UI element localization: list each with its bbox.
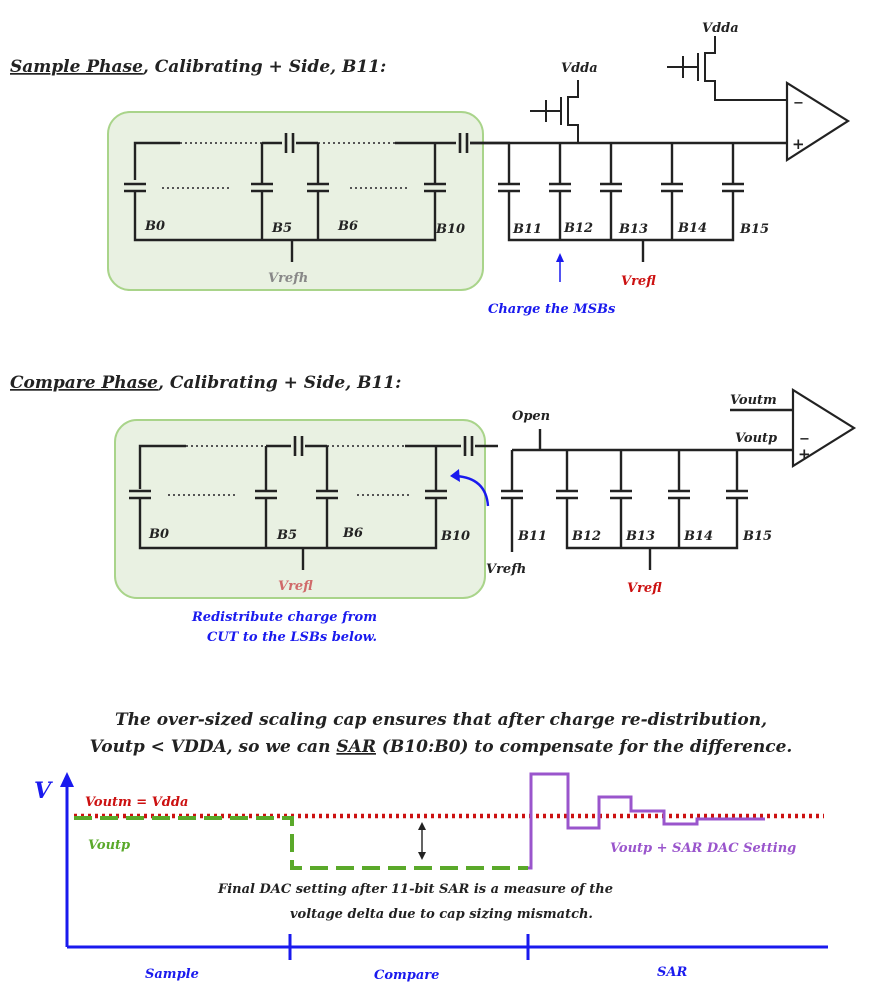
- compare-cap-b11: [499, 489, 525, 500]
- compare-cap-b12: [554, 489, 580, 500]
- compare-label-vrefl: Vrefl: [627, 581, 662, 596]
- compare-label-b6: B6: [342, 526, 363, 541]
- v-axis-label: V: [34, 778, 53, 804]
- final-dac-note-line2: voltage delta due to cap sizing mismatch…: [290, 907, 593, 922]
- charge-msbs-note: Charge the MSBs: [488, 302, 616, 317]
- label-b13: B13: [618, 222, 648, 237]
- phase-label-compare: Compare: [374, 968, 439, 983]
- compare-label-b11: B11: [517, 529, 547, 544]
- label-vrefh: Vrefh: [268, 271, 308, 286]
- compare-phase-section: Compare Phase, Calibrating + Side, B11:: [10, 373, 857, 645]
- sample-phase-title: Sample Phase, Calibrating + Side, B11:: [10, 57, 386, 77]
- compare-lsb-array: B0 B5 B6 B10 Vrefl: [127, 434, 490, 594]
- calibration-lsb-box-compare: [114, 419, 486, 599]
- redistribute-note-line2: CUT to the LSBs below.: [207, 630, 377, 645]
- compare-cap-b14: [666, 489, 692, 500]
- voutm-label: Voutm = Vdda: [85, 795, 188, 810]
- cap-b13: [598, 182, 624, 193]
- sar-dac-label: Voutp + SAR DAC Setting: [610, 841, 796, 856]
- redistribute-note-line1: Redistribute charge from: [191, 610, 377, 625]
- phase-label-sample: Sample: [145, 967, 199, 982]
- compare-label-vrefh: Vrefh: [486, 562, 526, 577]
- compare-label-b14: B14: [683, 529, 713, 544]
- compare-minus-sign: −: [799, 432, 810, 447]
- comparator-minus-sign: −: [793, 96, 804, 111]
- phase-label-sar: SAR: [657, 965, 687, 980]
- sample-phase-section: Sample Phase, Calibrating + Side, B11:: [10, 21, 851, 317]
- compare-comparator: Voutm Voutp − +: [730, 388, 857, 468]
- bus-switch-transistor: Vdda: [530, 61, 598, 143]
- label-b11: B11: [512, 222, 542, 237]
- caption-line2: Voutp < VDDA, so we can SAR (B10:B0) to …: [90, 737, 793, 757]
- caption: The over-sized scaling cap ensures that …: [90, 710, 793, 757]
- compare-cap-b13: [608, 489, 634, 500]
- amp-minus-switch-transistor: Vdda: [667, 21, 792, 101]
- label-b10: B10: [435, 222, 465, 237]
- sar-dac-trace: [528, 772, 765, 870]
- compare-cap-b15: [724, 489, 750, 500]
- label-vdda-top: Vdda: [702, 21, 739, 36]
- sample-msb-array: B11 B12 B13 B14 B15 Vrefl Charge the MSB…: [470, 141, 792, 317]
- comparator-plus-sign: +: [792, 135, 805, 153]
- label-b12: B12: [563, 221, 593, 236]
- timing-diagram: V Voutm = Vdda Voutp Voutp + SAR DAC Set…: [34, 772, 828, 983]
- compare-label-b10: B10: [440, 529, 470, 544]
- label-b5: B5: [271, 221, 292, 236]
- label-b15: B15: [739, 222, 769, 237]
- voutp-label: Voutp: [88, 838, 130, 853]
- label-vrefl: Vrefl: [621, 274, 656, 289]
- compare-plus-sign: +: [798, 445, 811, 463]
- label-voutm: Voutm: [730, 393, 777, 408]
- label-vdda-bus: Vdda: [561, 61, 598, 76]
- calibration-lsb-box: [107, 111, 484, 291]
- cap-b11: [496, 182, 522, 193]
- compare-phase-title: Compare Phase, Calibrating + Side, B11:: [10, 373, 401, 393]
- label-open-switch: Open: [512, 409, 550, 424]
- compare-label-b13: B13: [625, 529, 655, 544]
- cap-b12: [547, 182, 573, 193]
- compare-label-b15: B15: [742, 529, 772, 544]
- cap-b15: [720, 182, 746, 193]
- final-dac-note-line1: Final DAC setting after 11-bit SAR is a …: [217, 882, 613, 897]
- label-voutp: Voutp: [735, 431, 777, 446]
- label-b0: B0: [144, 219, 165, 234]
- label-b6: B6: [337, 219, 358, 234]
- caption-line1: The over-sized scaling cap ensures that …: [115, 710, 767, 730]
- compare-label-vrefl-lsb: Vrefl: [278, 579, 313, 594]
- voutp-trace: [74, 816, 528, 870]
- label-b14: B14: [677, 221, 707, 236]
- compare-label-b12: B12: [571, 529, 601, 544]
- sample-comparator: − +: [785, 81, 851, 163]
- compare-label-b5: B5: [276, 528, 297, 543]
- compare-label-b0: B0: [148, 527, 169, 542]
- v-axis-arrow: [60, 772, 74, 787]
- compare-msb-array: Open B11 B12 B13 B14 B15 Vrefh Vrefl: [475, 409, 798, 596]
- cap-b14: [659, 182, 685, 193]
